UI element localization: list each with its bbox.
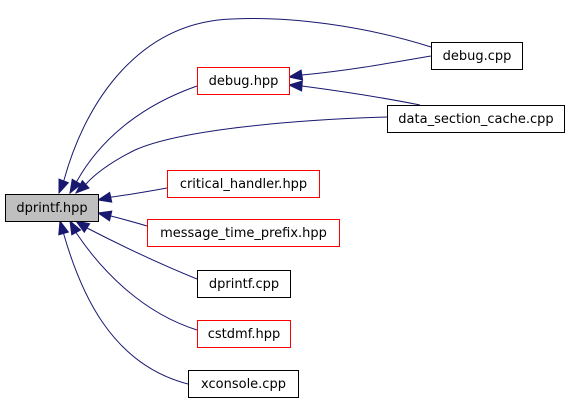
node-box xyxy=(197,320,291,348)
edge-debug_hpp-to-dprintf_hpp xyxy=(69,85,198,195)
node-xconsole-cpp[interactable]: xconsole.cpp xyxy=(188,370,299,398)
node-box xyxy=(188,370,299,398)
edge-line xyxy=(288,84,421,106)
node-box xyxy=(5,194,99,222)
arrowhead-icon xyxy=(74,179,90,194)
edge-line xyxy=(75,116,388,194)
node-critical-handler-hpp[interactable]: critical_handler.hpp xyxy=(167,170,320,198)
node-box xyxy=(197,67,290,95)
edge-cstdmf_hpp-to-dprintf_hpp xyxy=(69,219,198,331)
edge-line xyxy=(58,17,432,194)
node-label: debug.cpp xyxy=(443,49,512,64)
arrowhead-icon xyxy=(96,210,113,222)
edge-line xyxy=(69,85,198,194)
edge-line xyxy=(59,220,189,385)
arrowhead-icon xyxy=(58,178,70,195)
node-debug-cpp[interactable]: debug.cpp xyxy=(431,42,523,70)
node-cstdmf-hpp[interactable]: cstdmf.hpp xyxy=(197,320,291,348)
node-box xyxy=(387,105,565,133)
node-dprintf-cpp[interactable]: dprintf.cpp xyxy=(197,270,291,298)
node-label: xconsole.cpp xyxy=(201,377,286,392)
node-box xyxy=(197,270,291,298)
edge-dprintf_cpp-to-dprintf_hpp xyxy=(74,220,198,280)
node-message-time-prefix-hpp[interactable]: message_time_prefix.hpp xyxy=(147,219,340,247)
arrowhead-icon xyxy=(287,69,304,81)
edge-debug_cpp-to-debug_hpp xyxy=(287,55,432,81)
node-label: data_section_cache.cpp xyxy=(398,112,553,127)
edge-critical_handler_hpp-to-dprintf_hpp xyxy=(96,187,168,203)
edge-data_section_cache_cpp-to-debug_hpp xyxy=(287,80,421,106)
edge-xconsole_cpp-to-dprintf_hpp xyxy=(58,219,189,385)
node-label: dprintf.cpp xyxy=(209,277,279,292)
edge-line xyxy=(69,220,198,331)
node-label: critical_handler.hpp xyxy=(180,177,307,192)
arrowhead-icon xyxy=(58,219,70,236)
edge-line xyxy=(97,187,168,201)
arrowhead-icon xyxy=(69,219,82,236)
edge-debug_cpp-to-dprintf_hpp xyxy=(58,17,432,195)
edge-data_section_cache_cpp-to-dprintf_hpp xyxy=(74,116,388,194)
node-box xyxy=(431,42,523,70)
node-label: cstdmf.hpp xyxy=(208,327,280,342)
node-debug-hpp[interactable]: debug.hpp xyxy=(197,67,290,95)
edge-message_time_prefix_hpp-to-dprintf_hpp xyxy=(96,210,148,227)
arrowhead-icon xyxy=(74,220,91,234)
node-box xyxy=(167,170,320,198)
edge-line xyxy=(288,55,432,78)
node-dprintf-hpp: dprintf.hpp xyxy=(5,194,99,222)
arrowhead-icon xyxy=(287,80,303,92)
node-label: message_time_prefix.hpp xyxy=(160,226,327,241)
edge-line xyxy=(75,220,198,280)
node-box xyxy=(147,219,340,247)
arrowhead-icon xyxy=(96,191,113,203)
node-data-section-cache-cpp[interactable]: data_section_cache.cpp xyxy=(387,105,565,133)
node-label: debug.hpp xyxy=(209,74,279,89)
arrowhead-icon xyxy=(69,178,82,195)
edges-layer xyxy=(58,17,432,385)
nodes-layer: dprintf.hpp debug.hpp debug.cpp data_sectio… xyxy=(5,42,565,398)
node-label: dprintf.hpp xyxy=(16,201,87,216)
